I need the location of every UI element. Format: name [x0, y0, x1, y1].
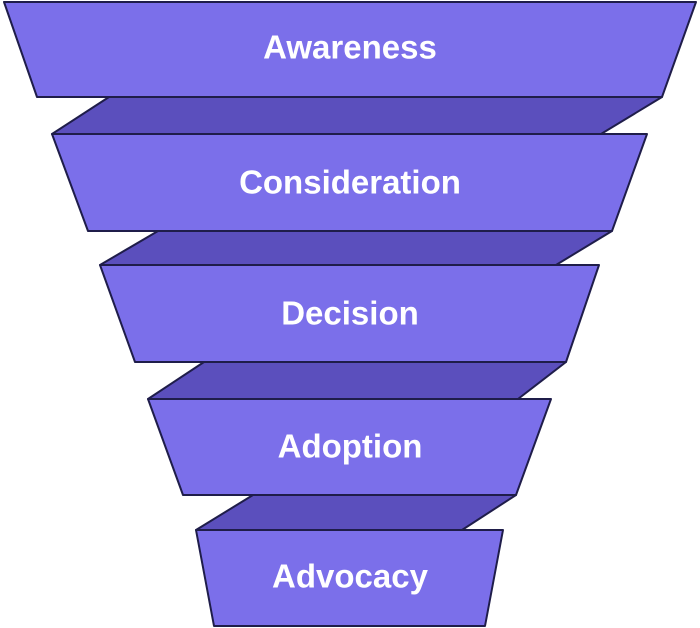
stage-shape [99, 264, 600, 363]
stage-label: Advocacy [272, 558, 429, 595]
stage-label: Decision [281, 295, 419, 332]
funnel-stage-awareness: Awareness [3, 1, 697, 98]
stage-label: Adoption [278, 428, 423, 465]
stage-shape [3, 1, 697, 98]
funnel-stage-decision: Decision [99, 264, 600, 363]
connector-2 [99, 230, 613, 266]
stage-shape [51, 133, 648, 232]
connector-3 [147, 361, 567, 400]
stage-label: Awareness [263, 29, 437, 66]
funnel-stage-consideration: Consideration [51, 133, 648, 232]
connector-1 [51, 96, 663, 135]
stage-shape [195, 529, 504, 627]
funnel-stage-advocacy: Advocacy [195, 529, 504, 627]
connector-4 [195, 494, 517, 531]
stage-label: Consideration [239, 164, 461, 201]
funnel-stage-adoption: Adoption [147, 398, 552, 496]
stage-shape [147, 398, 552, 496]
